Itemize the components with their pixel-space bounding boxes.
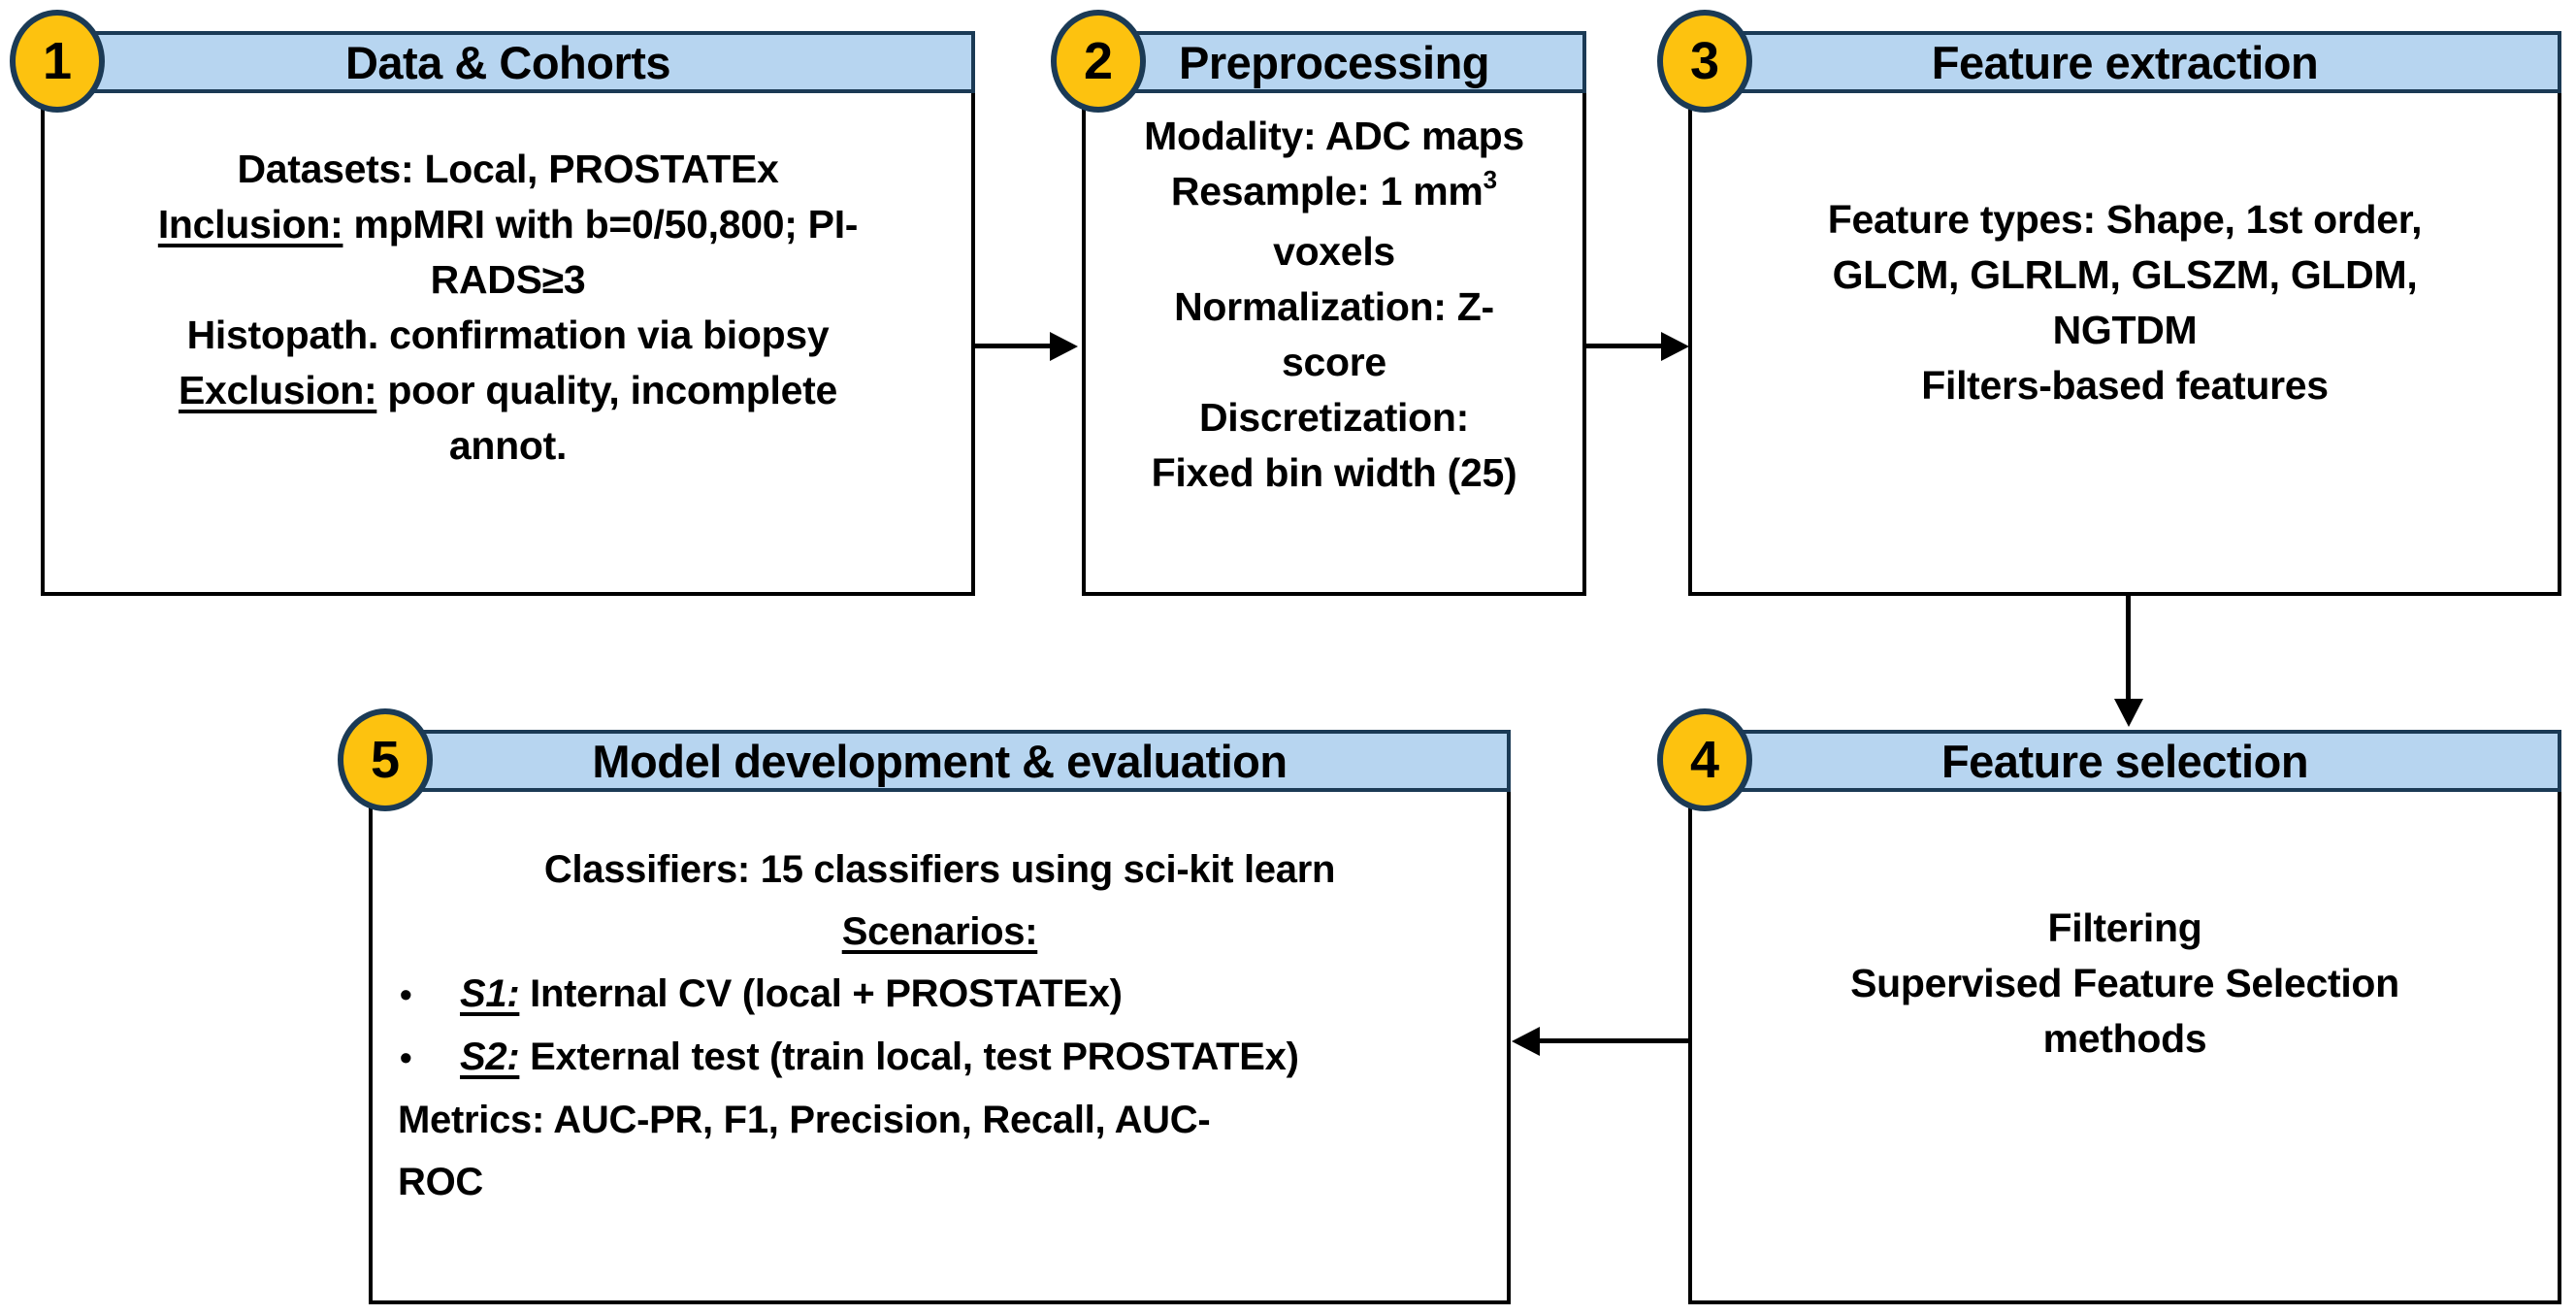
text-line: • S1: Internal CV (local + PROSTATEx) xyxy=(380,963,1499,1026)
text-segment: S2: xyxy=(460,1036,520,1078)
text-line: Classifiers: 15 classifiers using sci-ki… xyxy=(380,838,1499,901)
text-segment: Filtering xyxy=(2047,905,2202,950)
text-segment: Supervised Feature Selection xyxy=(1850,961,2399,1005)
text-line: Datasets: Local, PROSTATEx xyxy=(45,142,971,197)
text-line: Scenarios: xyxy=(380,901,1499,963)
box-title: Model development & evaluation xyxy=(592,735,1288,787)
box-header: Model development & evaluation xyxy=(369,730,1511,792)
step-badge: 4 xyxy=(1657,708,1752,811)
text-segment: External test (train local, test PROSTAT… xyxy=(519,1036,1299,1078)
text-segment: Filters-based features xyxy=(1921,363,2329,408)
box-title: Preprocessing xyxy=(1178,36,1490,88)
text-segment: S1: xyxy=(460,972,520,1015)
arrow-1-to-2-line xyxy=(973,344,1053,348)
step-badge: 2 xyxy=(1051,10,1146,113)
text-line: voxels xyxy=(1090,224,1579,279)
text-segment: Classifiers: 15 classifiers using sci-ki… xyxy=(543,848,1336,891)
text-line: Metrics: AUC-PR, F1, Precision, Recall, … xyxy=(380,1089,1499,1151)
step-number: 5 xyxy=(370,731,401,789)
arrow-2-to-3-line xyxy=(1584,344,1664,348)
arrow-2-to-3-arrowhead-icon xyxy=(1661,332,1689,361)
step-number: 1 xyxy=(42,32,73,90)
text-line: Histopath. confirmation via biopsy xyxy=(45,308,971,363)
bullet-icon: • xyxy=(400,1037,412,1077)
text-segment: Internal CV (local + PROSTATEx) xyxy=(519,972,1123,1015)
arrow-3-to-4-arrowhead-icon xyxy=(2114,699,2143,727)
text-segment: Discretization: xyxy=(1199,395,1469,440)
text-segment: annot. xyxy=(448,423,568,468)
text-line: Feature types: Shape, 1st order, xyxy=(1692,192,2558,247)
text-segment: Scenarios: xyxy=(841,910,1038,953)
bullet-icon: • xyxy=(400,974,412,1014)
step-number: 3 xyxy=(1689,32,1720,90)
text-segment: methods xyxy=(2042,1016,2207,1061)
text-segment: NGTDM xyxy=(2052,308,2198,352)
text-line: RADS≥3 xyxy=(45,252,971,308)
box-body: Feature types: Shape, 1st order, GLCM, GL… xyxy=(1692,93,2558,592)
text-line: methods xyxy=(1692,1011,2558,1067)
box-header: Data & Cohorts xyxy=(41,31,975,93)
text-line: Normalization: Z- xyxy=(1090,279,1579,335)
text-segment: Feature types: Shape, 1st order, xyxy=(1827,197,2423,242)
box-model-development-evaluation: Model development & evaluation Classifie… xyxy=(338,708,1511,1304)
arrow-3-to-4-line xyxy=(2126,594,2131,701)
arrow-4-to-5-arrowhead-icon xyxy=(1512,1027,1540,1056)
text-line: annot. xyxy=(45,418,971,474)
box-title: Feature selection xyxy=(1940,735,2309,787)
text-line: Resample: 1 mm3 xyxy=(1090,164,1579,224)
text-segment: Fixed bin width (25) xyxy=(1151,450,1517,495)
box-body: Classifiers: 15 classifiers using sci-ki… xyxy=(373,792,1507,1300)
text-segment: Inclusion: xyxy=(157,202,343,247)
step-badge: 5 xyxy=(338,708,433,811)
box-title: Feature extraction xyxy=(1931,36,2319,88)
text-segment: GLCM, GLRLM, GLSZM, GLDM, xyxy=(1832,252,2418,297)
arrow-4-to-5-line xyxy=(1539,1038,1690,1043)
text-segment: Normalization: Z- xyxy=(1174,284,1494,329)
text-line: Exclusion: poor quality, incomplete xyxy=(45,363,971,418)
text-segment: Exclusion: xyxy=(179,368,377,412)
text-line: ROC xyxy=(380,1151,1499,1213)
box-header: Preprocessing xyxy=(1082,31,1586,93)
text-line: score xyxy=(1090,335,1579,390)
arrow-1-to-2-arrowhead-icon xyxy=(1050,332,1078,361)
text-segment: ROC xyxy=(398,1161,483,1203)
step-badge: 3 xyxy=(1657,10,1752,113)
text-segment: RADS≥3 xyxy=(430,257,586,302)
text-segment: Datasets: Local, PROSTATEx xyxy=(237,147,779,191)
text-line: Filtering xyxy=(1692,901,2558,956)
step-number: 4 xyxy=(1689,731,1720,789)
text-segment: Resample: 1 mm xyxy=(1170,169,1484,214)
box-header: Feature extraction xyxy=(1688,31,2561,93)
text-segment: Metrics: AUC-PR, F1, Precision, Recall, … xyxy=(398,1099,1211,1141)
text-segment: poor quality, incomplete xyxy=(376,368,837,412)
box-title: Data & Cohorts xyxy=(344,36,671,88)
text-line: • S2: External test (train local, test PR… xyxy=(380,1026,1499,1089)
box-data-cohorts: Data & Cohorts Datasets: Local, PROSTATE… xyxy=(10,10,975,596)
step-badge: 1 xyxy=(10,10,105,113)
text-line: NGTDM xyxy=(1692,303,2558,358)
text-segment: Modality: ADC maps xyxy=(1144,114,1524,158)
box-feature-extraction: Feature extraction Feature types: Shape,… xyxy=(1657,10,2561,596)
text-segment: mpMRI with b=0/50,800; PI- xyxy=(342,202,859,247)
text-line: Inclusion: mpMRI with b=0/50,800; PI- xyxy=(45,197,971,252)
text-line: Modality: ADC maps xyxy=(1090,109,1579,164)
text-segment: 3 xyxy=(1483,165,1498,194)
box-header: Feature selection xyxy=(1688,730,2561,792)
text-line: Supervised Feature Selection xyxy=(1692,956,2558,1011)
text-segment: Histopath. confirmation via biopsy xyxy=(186,312,830,357)
text-line: GLCM, GLRLM, GLSZM, GLDM, xyxy=(1692,247,2558,303)
text-line: Filters-based features xyxy=(1692,358,2558,413)
text-line: Fixed bin width (25) xyxy=(1090,445,1579,501)
step-number: 2 xyxy=(1083,32,1114,90)
text-segment: voxels xyxy=(1273,229,1395,274)
text-segment: score xyxy=(1282,340,1386,384)
text-line: Discretization: xyxy=(1090,390,1579,445)
